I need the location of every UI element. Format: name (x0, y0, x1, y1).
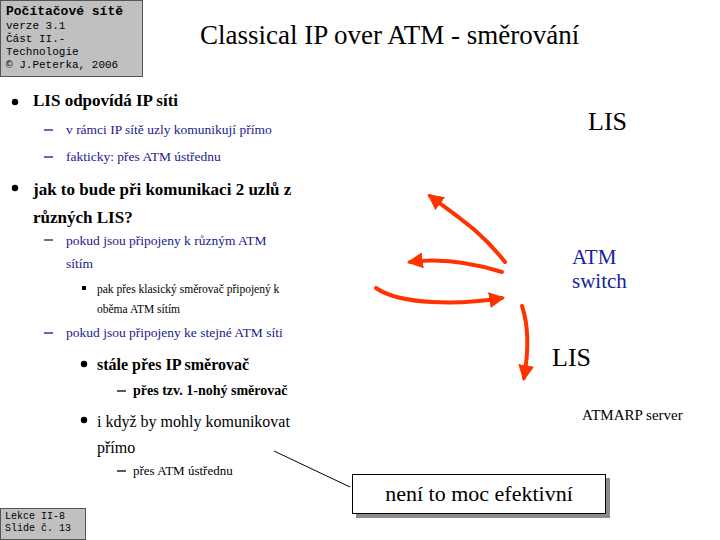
packet-path (376, 196, 528, 378)
label-slot: pak přes klasický směrovač připojený k o… (97, 279, 312, 319)
label-slot: přes tzv. 1-nohý směrovač (133, 382, 333, 400)
sub-point: přes ATM ústřednu (133, 462, 273, 479)
leader-line (274, 451, 350, 487)
label-slot: i když by mohly komunikovat přímo (97, 409, 312, 461)
atm-switch: ATM switch (500, 243, 566, 313)
cloud-shape (338, 84, 712, 264)
label-slot: stále přes IP směrovač (97, 354, 327, 375)
node-label: Slide č. 13 (5, 523, 81, 535)
sub-point: pokud jsou připojeny k různým ATM sítím (66, 229, 281, 275)
list-marker (44, 130, 53, 131)
bullet-point: jak to bude při komunikaci 2 uzlů z různ… (33, 176, 329, 232)
node-label: © J.Peterka, 2006 (6, 59, 137, 72)
node-label: Lekce II-8 (5, 511, 81, 523)
network-region (331, 79, 711, 531)
callout-box: není to moc efektivní (352, 474, 606, 514)
label-slot: v rámci IP sítě uzly komunikují přímo (66, 121, 331, 139)
switch-arrow (512, 257, 554, 299)
node-label: Část II.-Technologie (6, 33, 137, 59)
bullet-point: i když by mohly komunikovat přímo (97, 409, 312, 461)
lis-cloud: LIS (338, 84, 712, 264)
sub-point: přes tzv. 1-nohý směrovač (133, 382, 333, 400)
sub-point: pak přes klasický směrovač připojený k o… (97, 279, 312, 319)
list-marker (44, 240, 53, 241)
label-slot: jak to bude při komunikaci 2 uzlů z různ… (33, 176, 329, 232)
cloud-shape (356, 272, 712, 468)
label-slot: LIS odpovídá IP síti (33, 90, 323, 112)
list-marker (82, 286, 86, 290)
switch-arrow (512, 257, 554, 299)
node-label: není to moc efektivní (385, 481, 573, 507)
header-box: Počítačové sítěverze 3.1Část II.-Technol… (0, 0, 143, 77)
cloud-fill (352, 94, 710, 257)
atmarp-server: ATMARP server (578, 334, 710, 434)
list-marker (12, 99, 18, 105)
label-slot: fakticky: přes ATM ústřednu (66, 148, 331, 166)
node-label: ATMARP server (582, 406, 683, 424)
list-marker (44, 157, 53, 158)
slide-title: Classical IP over ATM - směrování (200, 20, 579, 51)
node-label: ATM switch (572, 245, 652, 293)
bullet-point: stále přes IP směrovač (97, 354, 327, 375)
switch-symbol (500, 243, 566, 313)
lis-cloud: ATMARP server LIS (356, 272, 712, 468)
course-name: Počítačové sítě (6, 4, 137, 20)
computer-icons (400, 115, 587, 423)
bullet-point: LIS odpovídá IP síti (33, 90, 323, 112)
list-marker (44, 333, 53, 334)
list-marker (117, 391, 126, 392)
node-label: LIS (552, 342, 591, 373)
footer-box: Lekce II-8Slide č. 13 (0, 508, 86, 540)
label-slot: pokud jsou připojeny ke stejné ATM síti (66, 324, 331, 342)
list-marker (117, 471, 126, 472)
label-slot: pokud jsou připojeny k různým ATM sítím (66, 229, 281, 275)
switch-body (501, 244, 565, 312)
list-marker (81, 361, 87, 367)
sub-point: pokud jsou připojeny ke stejné ATM síti (66, 324, 331, 342)
cloud-fill (369, 283, 709, 460)
list-marker (81, 417, 87, 423)
sub-point: v rámci IP sítě uzly komunikují přímo (66, 121, 331, 139)
label-slot: přes ATM ústřednu (133, 462, 273, 479)
sub-point: fakticky: přes ATM ústřednu (66, 148, 331, 166)
node-label: verze 3.1 (6, 20, 137, 33)
node-label: LIS (588, 106, 627, 137)
list-marker (12, 185, 18, 191)
